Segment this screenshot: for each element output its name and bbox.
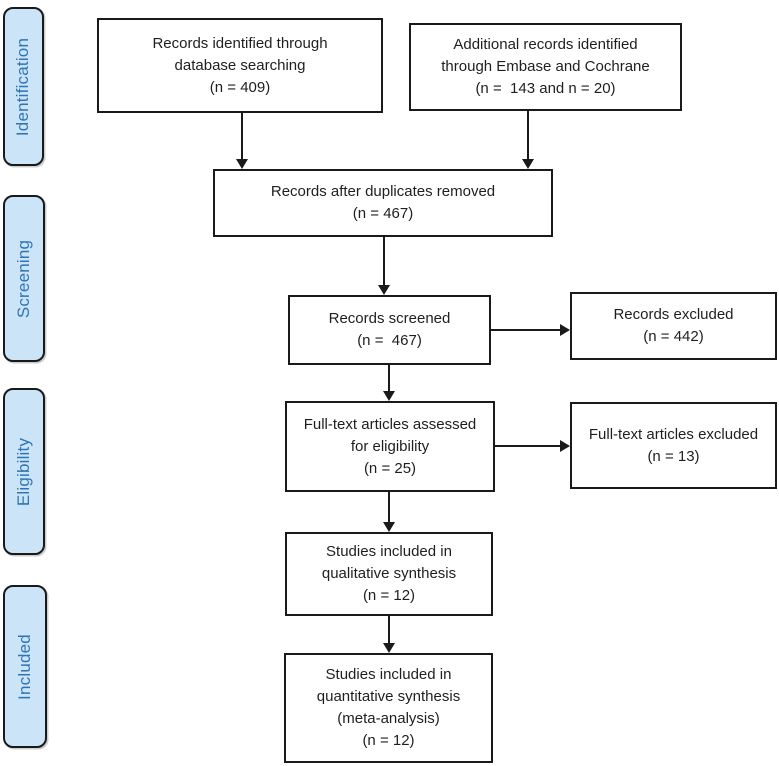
box-quantitative-synthesis-line: quantitative synthesis bbox=[316, 688, 461, 705]
stage-screening-label: Screening bbox=[14, 239, 34, 318]
connector-additional-to-duplicates bbox=[527, 111, 529, 161]
box-qualitative-synthesis: Studies included in qualitative synthesi… bbox=[285, 532, 493, 616]
box-additional-records-line: Additional records identified bbox=[453, 36, 638, 53]
box-records-identified-count: (n = 409) bbox=[209, 78, 271, 96]
connector-identified-to-duplicates bbox=[241, 113, 243, 161]
connector-screened-to-excluded bbox=[491, 329, 562, 331]
arrowhead-screened-to-excluded bbox=[560, 324, 570, 336]
box-qualitative-synthesis-line: Studies included in bbox=[326, 543, 452, 560]
box-quantitative-synthesis-line: (meta-analysis) bbox=[337, 710, 440, 727]
box-quantitative-synthesis-count: (n = 12) bbox=[362, 732, 415, 749]
box-fulltext-assessed-count: (n = 25) bbox=[363, 459, 417, 477]
box-records-screened: Records screened (n = 467) bbox=[288, 295, 491, 365]
stage-eligibility-label: Eligibility bbox=[14, 437, 33, 506]
box-additional-records-line: through Embase and Cochrane bbox=[441, 58, 650, 75]
box-records-screened-line: Records screened bbox=[328, 310, 451, 327]
arrowhead-identified-to-duplicates bbox=[236, 159, 248, 169]
box-fulltext-assessed-line: for eligibility bbox=[350, 437, 430, 455]
box-duplicates-removed: Records after duplicates removed (n = 46… bbox=[213, 169, 553, 237]
arrowhead-duplicates-to-screened bbox=[378, 285, 390, 295]
connector-duplicates-to-screened bbox=[383, 237, 385, 286]
box-additional-records: Additional records identified through Em… bbox=[409, 23, 682, 111]
box-quantitative-synthesis-line: Studies included in bbox=[325, 666, 452, 683]
arrowhead-fulltext-to-excluded bbox=[560, 440, 570, 452]
box-duplicates-removed-count: (n = 467) bbox=[352, 205, 414, 222]
connector-qualitative-to-quantitative bbox=[388, 616, 390, 645]
stage-identification: Identification bbox=[3, 7, 44, 166]
stage-identification-label: Identification bbox=[13, 37, 33, 136]
box-records-identified: Records identified through database sear… bbox=[97, 18, 383, 113]
box-additional-records-count: (n = 143 and n = 20) bbox=[475, 80, 616, 97]
arrowhead-screened-to-fulltext bbox=[383, 391, 395, 401]
connector-screened-to-fulltext bbox=[388, 365, 390, 393]
box-qualitative-synthesis-line: qualitative synthesis bbox=[321, 565, 457, 582]
box-fulltext-assessed: Full-text articles assessed for eligibil… bbox=[285, 401, 495, 492]
stage-included: Included bbox=[3, 585, 47, 748]
box-fulltext-excluded-line: Full-text articles excluded bbox=[588, 425, 759, 443]
box-records-excluded: Records excluded (n = 442) bbox=[570, 292, 777, 360]
stage-screening: Screening bbox=[3, 195, 45, 362]
box-fulltext-excluded-count: (n = 13) bbox=[647, 447, 700, 465]
box-qualitative-synthesis-count: (n = 12) bbox=[362, 587, 416, 604]
box-records-identified-line: database searching bbox=[174, 56, 306, 74]
box-fulltext-assessed-line: Full-text articles assessed bbox=[303, 415, 477, 433]
connector-fulltext-to-qualitative bbox=[388, 492, 390, 524]
box-records-excluded-line: Records excluded bbox=[613, 306, 734, 323]
stage-eligibility: Eligibility bbox=[3, 388, 45, 555]
box-duplicates-removed-line: Records after duplicates removed bbox=[270, 183, 496, 200]
stage-included-label: Included bbox=[15, 633, 34, 700]
arrowhead-additional-to-duplicates bbox=[522, 159, 534, 169]
arrowhead-qualitative-to-quantitative bbox=[383, 643, 395, 653]
arrowhead-fulltext-to-qualitative bbox=[383, 522, 395, 532]
connector-fulltext-to-excluded bbox=[495, 445, 562, 447]
box-quantitative-synthesis: Studies included in quantitative synthes… bbox=[284, 653, 493, 763]
box-fulltext-excluded: Full-text articles excluded (n = 13) bbox=[570, 402, 777, 489]
box-records-identified-line: Records identified through bbox=[152, 34, 328, 52]
box-records-excluded-count: (n = 442) bbox=[643, 328, 704, 345]
box-records-screened-count: (n = 467) bbox=[357, 332, 422, 349]
